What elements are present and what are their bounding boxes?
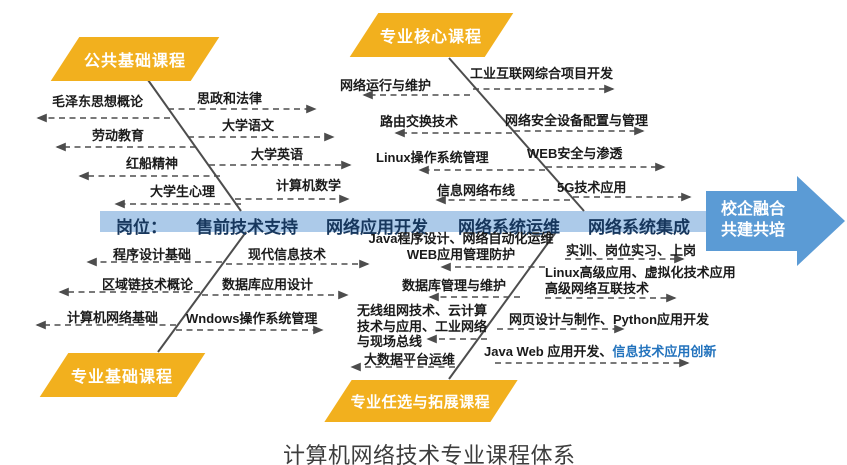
course-label: 大学语文 — [222, 118, 275, 133]
course-label: 网络安全设备配置与管理 — [505, 113, 649, 128]
course-label: 毛泽东思想概论 — [52, 94, 144, 109]
course-label-multiline: 无线组网技术、云计算 技术与应用、工业网络 与现场总线 — [357, 303, 487, 350]
course-label: 网络运行与维护 — [340, 78, 432, 93]
spine-job-4: 网络系统集成 — [588, 218, 690, 237]
course-label: 现代信息技术 — [248, 247, 327, 262]
spine-job-2: 网络应用开发 — [326, 218, 428, 237]
course-line: 与现场总线 — [357, 334, 423, 349]
course-label: 5G技术应用 — [557, 180, 627, 195]
course-line: 技术与应用、工业网络 — [357, 318, 488, 334]
category-public-basic: 公共基础课程 — [50, 37, 220, 81]
course-label: 网页设计与制作、Python应用开发 — [509, 312, 710, 327]
course-label: 大学生心理 — [150, 184, 216, 199]
course-label-multiline: Linux高级应用、虚拟化技术应用 高级网络互联技术 — [545, 265, 736, 296]
course-label: 红船精神 — [126, 156, 179, 171]
course-text-highlight: 信息技术应用创新 — [612, 344, 717, 359]
course-label: 计算机网络基础 — [67, 310, 159, 325]
course-label: 工业互联网综合项目开发 — [470, 66, 614, 81]
category-core: 专业核心课程 — [349, 13, 514, 57]
category-label: 专业基础课程 — [71, 369, 174, 386]
spine-prefix: 岗位： — [116, 218, 167, 237]
category-label: 公共基础课程 — [83, 53, 186, 70]
course-label: 程序设计基础 — [113, 247, 192, 262]
arrow-caption-line1: 校企融合 — [720, 201, 785, 218]
course-label: 路由交换技术 — [380, 114, 459, 129]
course-label-multiline: Java程序设计、网络自动化运维 WEB应用管理防护 — [368, 231, 554, 262]
category-label: 专业任选与拓展课程 — [351, 393, 491, 411]
course-line: 无线组网技术、云计算 — [357, 303, 488, 318]
course-line: Java程序设计、网络自动化运维 — [368, 231, 554, 246]
category-elective: 专业任选与拓展课程 — [324, 380, 518, 422]
course-label: WEB安全与渗透 — [527, 146, 623, 161]
arrow-caption: 校企融合 共建共培 — [705, 199, 801, 241]
course-label: 劳动教育 — [92, 128, 145, 143]
course-label-highlighted: Java Web 应用开发、信息技术应用创新 — [484, 341, 716, 360]
course-label: 思政和法律 — [197, 91, 263, 106]
course-line: WEB应用管理防护 — [406, 246, 516, 262]
course-line: Linux高级应用、虚拟化技术应用 — [545, 265, 736, 280]
course-label: 数据库管理与维护 — [402, 278, 507, 293]
course-label: 数据库应用设计 — [222, 277, 314, 292]
page-title: 计算机网络技术专业课程体系 — [283, 443, 576, 465]
course-label: Linux操作系统管理 — [376, 150, 489, 165]
course-label: Wndows操作系统管理 — [186, 311, 318, 326]
arrow-caption-line2: 共建共培 — [720, 222, 785, 239]
course-label: 实训、岗位实习、上岗 — [566, 243, 697, 258]
course-label: 大数据平台运维 — [364, 352, 456, 367]
course-line: 高级网络互联技术 — [545, 280, 650, 296]
spine-job-1: 售前技术支持 — [196, 218, 298, 237]
category-label: 专业核心课程 — [380, 29, 483, 46]
spine-bar — [100, 211, 712, 232]
course-label: 大学英语 — [251, 147, 304, 162]
course-text-plain: Java Web 应用开发、 — [484, 344, 613, 359]
category-pro-basic: 专业基础课程 — [39, 353, 206, 397]
course-label: 计算机数学 — [276, 178, 342, 193]
course-label: 信息网络布线 — [437, 183, 516, 198]
course-label: 区域链技术概论 — [102, 277, 194, 292]
